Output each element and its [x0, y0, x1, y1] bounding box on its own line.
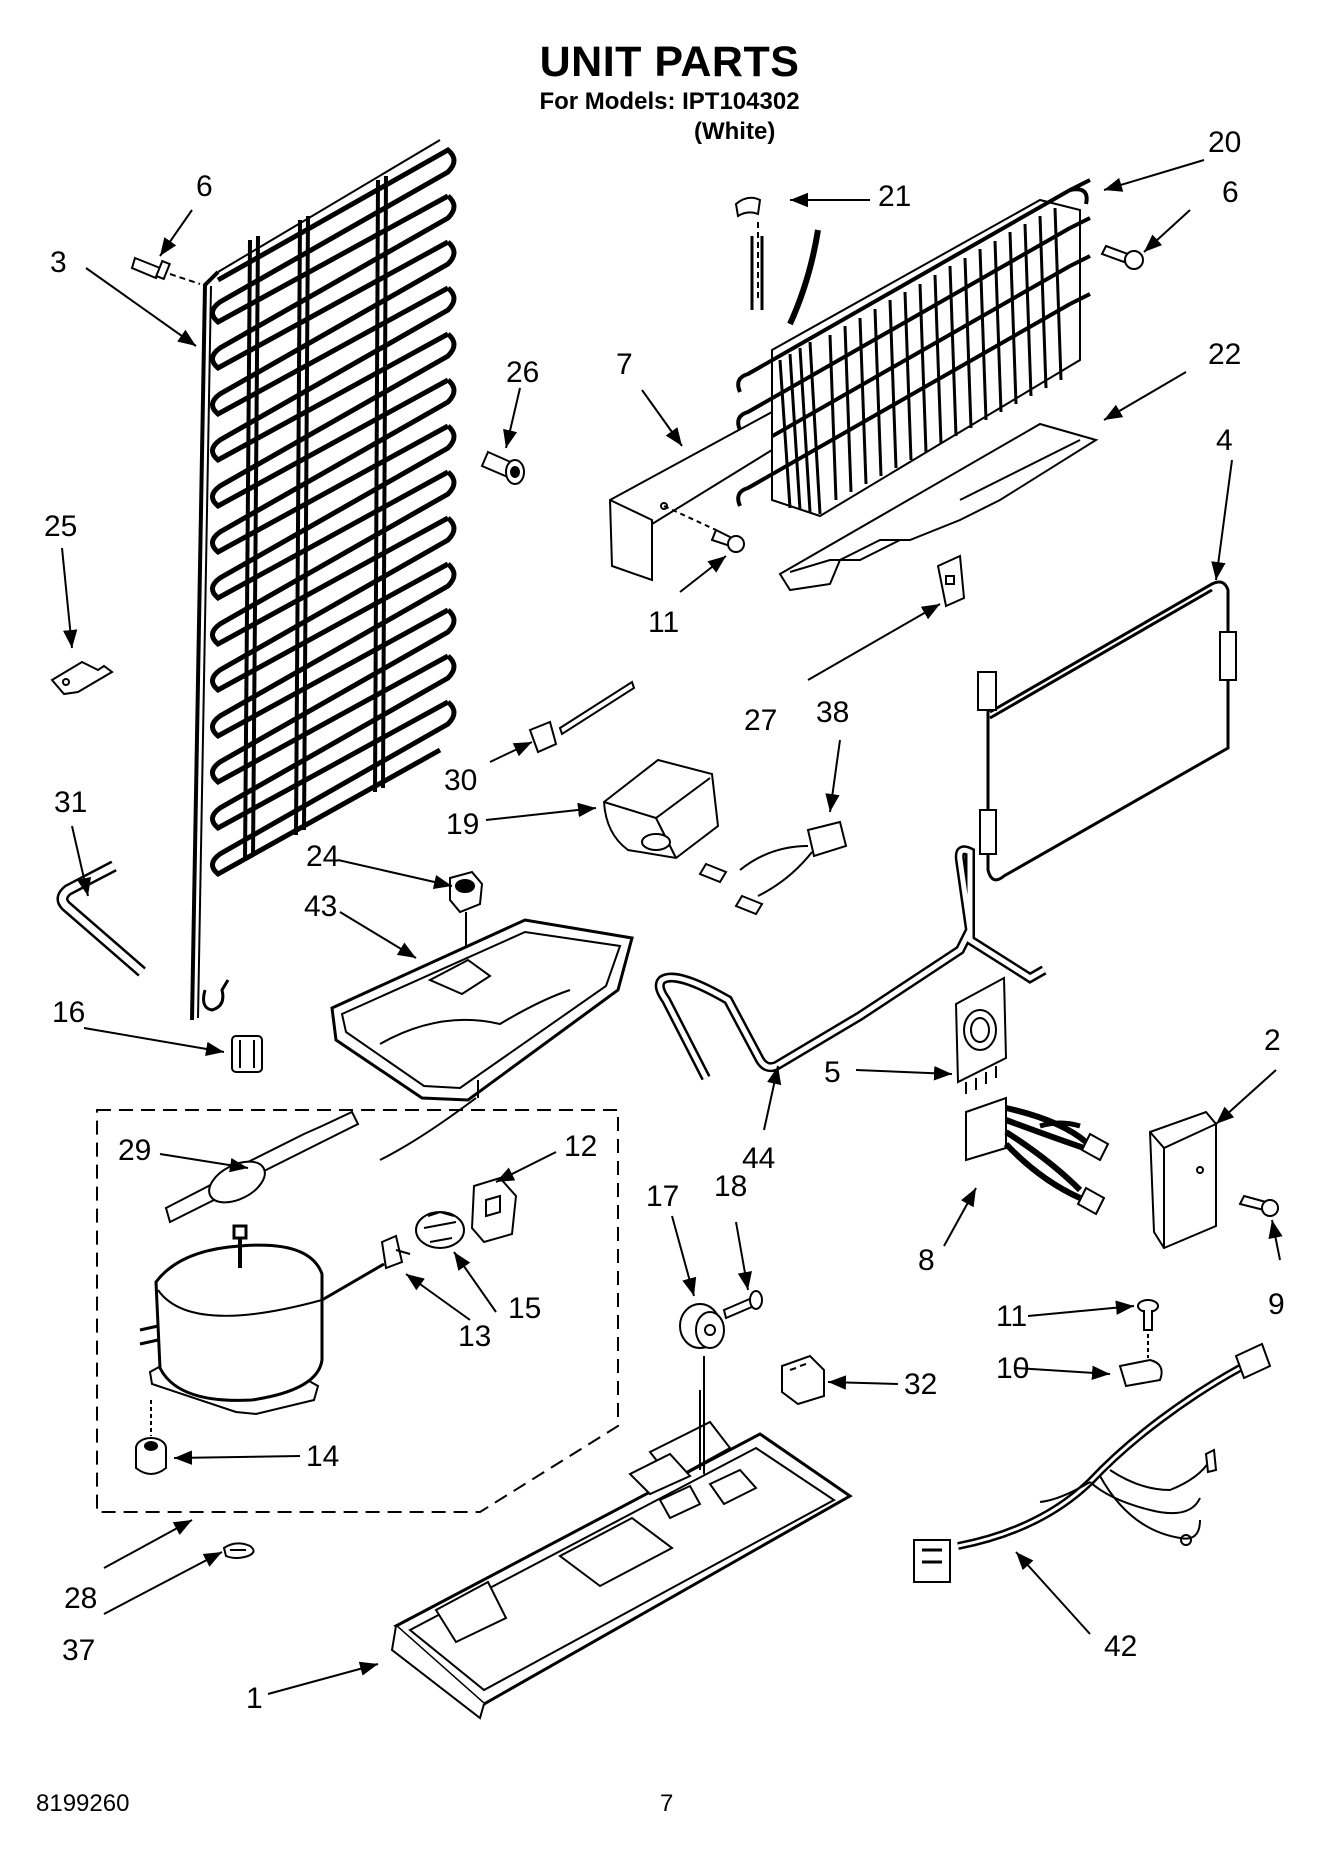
callout-17: 17: [646, 1180, 679, 1213]
heater-part-4: [977, 580, 1237, 882]
callout-5: 5: [824, 1056, 841, 1089]
grommet-part-14: [135, 1400, 167, 1475]
callout-2: 2: [1264, 1024, 1281, 1057]
callout-44: 44: [742, 1142, 775, 1175]
cover-part-12: [470, 1176, 518, 1244]
cover-part-19: [602, 758, 720, 860]
callout-6-left: 6: [196, 170, 213, 203]
bracket-part-25: [50, 660, 114, 696]
base-plate-part-1: [390, 1390, 853, 1720]
callout-18: 18: [714, 1170, 747, 1203]
screw-part-6-left: [130, 256, 201, 285]
capacitor-part-32: [781, 1354, 825, 1406]
callout-27: 27: [744, 704, 777, 737]
callout-8: 8: [918, 1244, 935, 1277]
nut-part-24: [449, 870, 484, 960]
callout-11-clamp: 11: [996, 1300, 1027, 1333]
color-variant: (White): [694, 118, 776, 145]
overload-part-13: [380, 1234, 411, 1270]
callout-30: 30: [444, 764, 477, 797]
callout-22: 22: [1208, 338, 1241, 371]
callout-43: 43: [304, 890, 337, 923]
control-box-part-2: [1148, 1110, 1217, 1250]
grommet-part-26: [480, 450, 525, 485]
bolt-part-18: [722, 1290, 763, 1320]
callout-21: 21: [878, 180, 911, 213]
compressor-unit: [139, 1224, 385, 1416]
callout-14: 14: [306, 1440, 339, 1473]
clip-part-16: [231, 1035, 263, 1073]
callout-20: 20: [1208, 126, 1241, 159]
relay-part-15: [415, 1210, 465, 1249]
callout-3: 3: [50, 246, 67, 279]
callout-labels: 6 3 26 25 31 24 43 16 29 12 15 13 14 28 …: [44, 126, 1285, 1715]
control-board-part-5: [954, 976, 1008, 1094]
callout-9: 9: [1268, 1288, 1285, 1321]
screw-part-11-clamp: [1137, 1299, 1159, 1358]
tube-part-31: [56, 860, 146, 977]
clip-part-27: [936, 554, 966, 608]
clip-part-37: [222, 1542, 255, 1559]
models-line: For Models: IPT104302: [539, 88, 800, 115]
callout-13: 13: [458, 1320, 491, 1353]
drain-trough-part-22: [778, 422, 1099, 592]
callout-16: 16: [52, 996, 85, 1029]
tube-part-44: [654, 845, 1047, 1081]
callout-26: 26: [506, 356, 539, 389]
callout-37: 37: [62, 1634, 95, 1667]
page-number: 7: [660, 1790, 674, 1817]
callout-28: 28: [64, 1582, 97, 1615]
callout-31: 31: [54, 786, 87, 819]
harness-part-42: [913, 1342, 1272, 1583]
callout-1: 1: [246, 1682, 263, 1715]
callout-12: 12: [564, 1130, 597, 1163]
callout-4: 4: [1216, 424, 1233, 457]
callout-6-right: 6: [1222, 176, 1239, 209]
screw-part-9: [1238, 1194, 1279, 1217]
callout-7: 7: [616, 348, 633, 381]
drier-part-29: [164, 1110, 360, 1224]
screw-part-6-right: [1100, 244, 1144, 270]
clamp-part-10: [1118, 1358, 1163, 1388]
roller-part-17: [679, 1303, 725, 1474]
callout-25: 25: [44, 510, 77, 543]
callout-19: 19: [446, 808, 479, 841]
bracket-part-7: [608, 410, 773, 582]
condenser-coil: [190, 139, 457, 1021]
callout-32: 32: [904, 1368, 937, 1401]
drain-pan-part-43: [330, 918, 634, 1161]
page-title: UNIT PARTS: [539, 38, 800, 86]
screw-part-11-evap: [663, 505, 745, 553]
document-number: 8199260: [36, 1790, 130, 1817]
leader-lines: [61, 159, 1283, 1695]
callout-38: 38: [816, 696, 849, 729]
harness-part-38: [698, 820, 848, 916]
tie-part-30: [528, 680, 636, 754]
clip-part-21: [734, 196, 762, 300]
callout-24: 24: [306, 840, 339, 873]
wire-harness-part-8: [965, 1096, 1110, 1216]
callout-29: 29: [118, 1134, 151, 1167]
callout-10: 10: [996, 1352, 1029, 1385]
callout-11-evaporator: 11: [648, 606, 679, 639]
callout-15: 15: [508, 1292, 541, 1325]
callout-42: 42: [1104, 1630, 1137, 1663]
